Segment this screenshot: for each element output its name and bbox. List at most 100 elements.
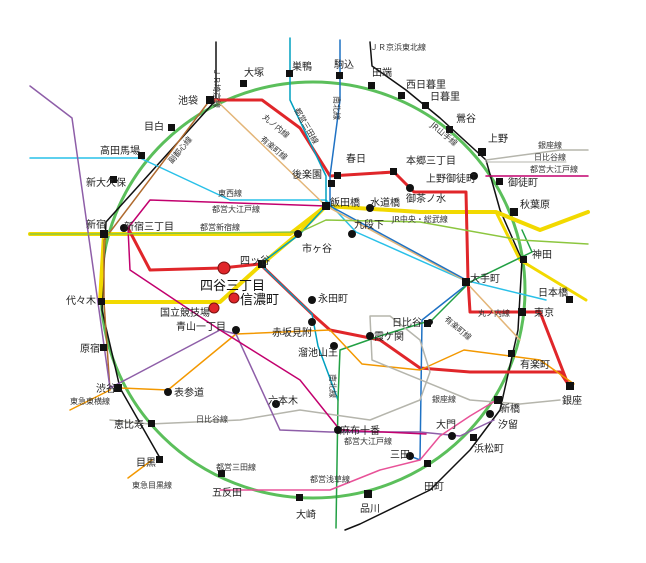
label-komagome: 駒込 [334,59,354,71]
jr-keihin-tohoku-line [344,41,523,531]
station-marker-otemachi[interactable] [462,278,470,286]
station-marker-ginza[interactable] [566,382,574,390]
label-osaki: 大崎 [296,508,316,521]
label-iidabashi: 飯田橋 [330,196,360,209]
station-marker-gotanda[interactable] [218,470,225,477]
station-marker-omotesando[interactable] [164,388,172,396]
label-aoyama-itchome: 青山一丁目 [176,320,226,333]
label-meguro: 目黒 [136,457,156,469]
station-marker-otsuka[interactable] [240,80,247,87]
namboku-line [259,37,339,401]
station-marker-kasumigaseki[interactable] [366,332,374,340]
label-tozai: 東西線 [218,188,242,198]
label-roppongi: 六本木 [268,394,298,407]
hibiya-line [109,315,561,425]
hanzomon-line [29,85,495,437]
station-marker-roppongi[interactable] [272,400,280,408]
station-marker-ochanomizu[interactable] [406,184,414,192]
label-tokyo: 東京 [534,306,554,319]
station-marker-akihabara[interactable] [510,208,518,216]
station-marker-ichigaya[interactable] [294,230,302,238]
label-ueno: 上野 [488,133,508,145]
station-marker-mejiro[interactable] [168,124,175,131]
station-marker-sugamo[interactable] [286,70,293,77]
station-marker-kanda[interactable] [520,256,527,263]
toei-mita-line [329,39,471,461]
station-marker-suidobashi[interactable] [366,204,374,212]
station-marker-kasuga[interactable] [334,172,341,179]
label-ginza-line-ne: 銀座線 [538,140,562,150]
station-marker-shimbashi[interactable] [494,396,502,404]
station-marker-iidabashi[interactable] [322,202,330,210]
label-chuo-sobu: JR中央・総武線 [391,214,448,224]
station-marker-okachimachi[interactable] [496,178,503,185]
station-marker-hongo-sanchome[interactable] [390,168,397,175]
station-marker-yotsuya-sanchome[interactable] [217,261,231,275]
station-marker-yurakucho[interactable] [508,350,515,357]
station-marker-shinanomachi[interactable] [228,292,240,304]
label-yurakucho-east: 有楽町線 [443,314,474,342]
label-shibuya: 渋谷 [96,382,116,395]
label-ginza: 銀座 [562,394,582,407]
label-mejiro: 目白 [144,120,164,133]
label-oedo-south: 都営大江戸線 [344,436,392,446]
fukutoshin-line [103,99,211,391]
label-shiodome: 汐留 [498,418,518,431]
label-kasuga: 春日 [346,153,366,165]
station-marker-shinagawa[interactable] [364,490,372,498]
station-marker-tamachi[interactable] [424,460,431,467]
station-marker-hibiya-area[interactable] [427,319,433,325]
station-marker-meguro[interactable] [156,456,163,463]
label-daimon: 大門 [436,418,456,431]
station-marker-azabu-juban[interactable] [334,426,342,434]
hibiya-north-line [485,149,589,161]
station-marker-nagatacho[interactable] [308,296,316,304]
label-ginza-south: 銀座線 [432,394,456,404]
station-marker-takadanobaba[interactable] [138,152,145,159]
tokyu-toyoko-line [69,389,111,411]
station-marker-ikebukuro[interactable] [206,96,214,104]
label-sugamo: 巣鴨 [292,60,312,73]
station-marker-aoyama-itchome[interactable] [232,326,240,334]
station-marker-korakuen[interactable] [328,180,335,187]
station-marker-nihombashi[interactable] [566,296,573,303]
station-marker-yoyogi[interactable] [98,298,105,305]
station-marker-yotsuya[interactable] [258,260,266,268]
label-otsuka: 大塚 [244,66,264,79]
station-marker-tabata[interactable] [368,82,375,89]
label-harajuku: 原宿 [80,342,100,355]
label-ichigaya: 市ヶ谷 [302,242,332,255]
station-marker-shinjuku[interactable] [100,230,108,238]
station-marker-ebisu[interactable] [148,420,155,427]
label-jr-keihin-tohoku: ＪＲ京浜東北線 [370,42,426,52]
station-marker-tameike-sanno[interactable] [330,342,338,350]
station-marker-tokyo[interactable] [518,308,526,316]
station-marker-mita[interactable] [406,452,414,460]
station-marker-harajuku[interactable] [100,344,107,351]
station-marker-ueno-okachimachi[interactable] [470,172,478,180]
label-shinjuku: 新宿 [86,218,106,231]
station-marker-osaki[interactable] [296,494,303,501]
label-kasumigaseki: 霞ケ関 [374,331,404,343]
label-hamamatsucho: 浜松町 [474,442,504,455]
station-marker-komagome[interactable] [336,72,343,79]
station-marker-ueno[interactable] [478,148,486,156]
station-marker-akasaka-mitsuke[interactable] [308,318,316,326]
station-marker-shibuya[interactable] [114,384,122,392]
station-marker-shiodome[interactable] [486,410,494,418]
station-marker-uguisudani[interactable] [446,126,453,133]
station-marker-kokuritsu-kyogijo[interactable] [208,302,220,314]
station-marker-hamamatsucho[interactable] [470,434,477,441]
station-marker-daimon[interactable] [448,432,456,440]
station-marker-shin-okubo[interactable] [110,176,117,183]
label-azabu-juban: 麻布十番 [340,424,380,437]
station-marker-shinjuku-sanchome[interactable] [120,224,128,232]
label-hibiya-line-ne: 日比谷線 [534,152,566,162]
label-ebisu: 恵比寿 [114,418,144,431]
station-marker-kudanshita[interactable] [348,230,356,238]
station-marker-nippori[interactable] [422,102,429,109]
label-nishi-nippori: 西日暮里 [406,78,446,91]
station-marker-nishi-nippori[interactable] [398,92,405,99]
label-toei-mita-south: 都営三田線 [216,462,256,472]
